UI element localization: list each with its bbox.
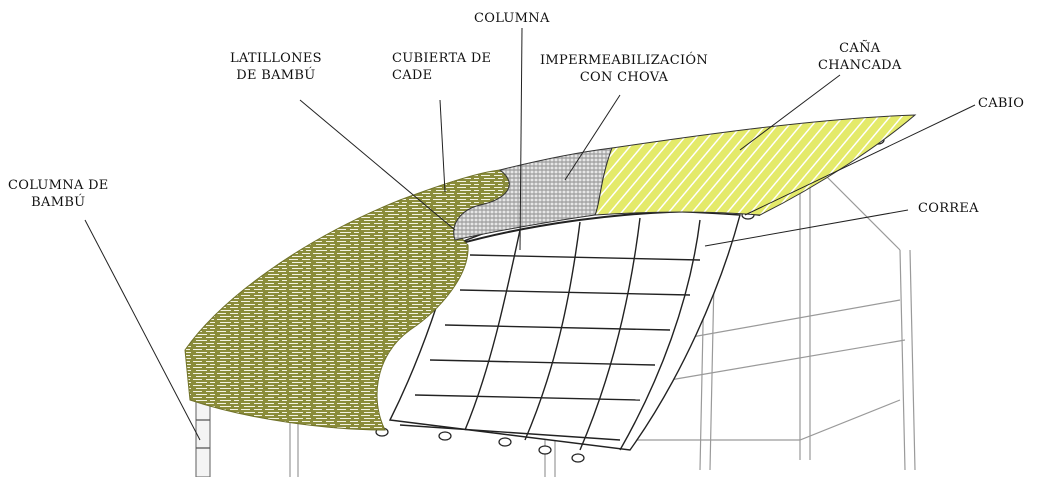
label-correa: CORREA xyxy=(918,201,979,216)
rafter-grid xyxy=(388,210,761,451)
label-columna-bambu: COLUMNA DE BAMBÚ xyxy=(8,178,109,210)
label-cubierta-cade: CUBIERTA DE CADE xyxy=(392,51,492,83)
purlin-5 xyxy=(414,394,641,401)
right-post xyxy=(899,249,916,471)
leader-lines xyxy=(84,27,976,441)
rafter-a xyxy=(464,229,521,431)
rear-column xyxy=(799,180,811,460)
purlin-3 xyxy=(444,324,671,331)
front-column-mid xyxy=(289,420,299,477)
rafter-b xyxy=(524,221,581,441)
diagonal-brace xyxy=(669,299,906,381)
leader-cubierta xyxy=(439,99,446,193)
leader-columna xyxy=(519,27,523,251)
purlin-1 xyxy=(469,254,701,261)
leader-impermeabilizacion xyxy=(564,94,621,181)
label-latillones: LATILLONES DE BAMBÚ xyxy=(230,51,322,83)
leader-cabio xyxy=(744,104,976,216)
chova-layer xyxy=(453,147,613,241)
label-impermeabilizacion: IMPERMEABILIZACIÓN CON CHOVA xyxy=(540,53,709,85)
leader-correa xyxy=(704,209,909,247)
rafter-d xyxy=(619,219,701,451)
label-columna: COLUMNA xyxy=(474,11,550,26)
purlin-4 xyxy=(429,359,656,366)
lower-frame xyxy=(600,399,901,441)
purlin-2 xyxy=(459,289,691,296)
leader-columna-bambu xyxy=(84,219,201,441)
label-cabio: CABIO xyxy=(978,96,1025,111)
label-cana-chancada: CAÑA CHANCADA xyxy=(818,41,902,73)
rafter-c xyxy=(579,217,641,451)
leader-cana xyxy=(739,74,841,151)
leader-latillones xyxy=(299,99,456,231)
cana-chancada-layer xyxy=(594,114,917,216)
purlin-6 xyxy=(399,424,621,441)
